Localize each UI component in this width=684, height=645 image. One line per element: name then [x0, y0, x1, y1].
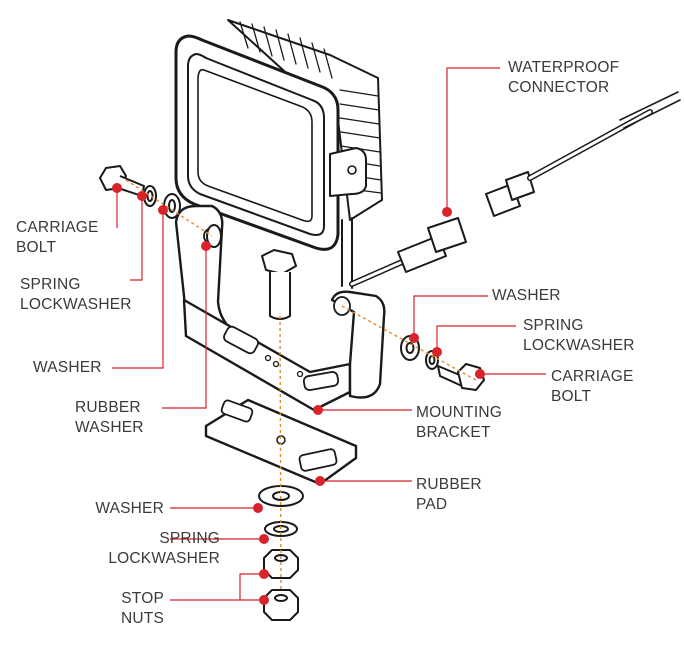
label-rubber-pad: RUBBER PAD — [416, 475, 482, 515]
label-washer-right: WASHER — [492, 286, 561, 306]
callout-dot — [313, 405, 323, 415]
label-waterproof-connector: WATERPROOF CONNECTOR — [508, 58, 619, 98]
label-carriage-bolt-right: CARRIAGE BOLT — [551, 367, 634, 407]
left-carriage-bolt — [99, 165, 145, 197]
label-line: BOLT — [16, 239, 57, 256]
label-washer-bottom: WASHER — [60, 499, 164, 519]
callout-dot — [137, 191, 147, 201]
callout-dot — [201, 241, 211, 251]
callout-dot — [409, 333, 419, 343]
label-line: SPRING — [523, 317, 584, 334]
label-washer-left: WASHER — [33, 358, 102, 378]
label-spring-lockwasher-left: SPRING LOCKWASHER — [20, 275, 132, 315]
callout-dot — [259, 569, 269, 579]
label-line: CARRIAGE — [551, 368, 634, 385]
callout-dot — [475, 369, 485, 379]
callout-dot — [315, 476, 325, 486]
callout-dot — [158, 205, 168, 215]
label-line: WATERPROOF — [508, 59, 620, 76]
label-spring-lockwasher-right: SPRING LOCKWASHER — [523, 316, 635, 356]
callout-dots — [112, 183, 485, 605]
rubber-washer-part — [206, 224, 222, 248]
label-carriage-bolt-left: CARRIAGE BOLT — [16, 218, 99, 258]
label-line: SPRING — [20, 276, 81, 293]
callout-dot — [259, 534, 269, 544]
callout-dot — [432, 347, 442, 357]
callout-dot — [259, 595, 269, 605]
callout-leader-lines — [112, 67, 546, 601]
label-line: RUBBER — [416, 476, 482, 493]
label-line: CONNECTOR — [508, 79, 610, 96]
bottom-spring-lockwasher — [264, 521, 298, 537]
center-carriage-bolt — [261, 249, 297, 320]
label-line: STOP — [121, 590, 164, 607]
label-rubber-washer: RUBBER WASHER — [75, 398, 144, 438]
label-stop-nuts: STOP NUTS — [60, 589, 164, 629]
label-line: NUTS — [121, 610, 164, 627]
label-line: BRACKET — [416, 424, 491, 441]
label-line: WASHER — [95, 500, 164, 517]
label-line: BOLT — [551, 388, 592, 405]
work-light-housing — [174, 19, 383, 289]
label-mounting-bracket: MOUNTING BRACKET — [416, 403, 502, 443]
callout-dot — [253, 503, 263, 513]
label-line: LOCKWASHER — [20, 296, 132, 313]
label-line: WASHER — [492, 287, 561, 304]
label-line: LOCKWASHER — [108, 550, 220, 567]
label-line: WASHER — [75, 419, 144, 436]
callout-dot — [442, 207, 452, 217]
label-spring-lockwasher-bottom: SPRING LOCKWASHER — [60, 529, 220, 569]
waterproof-connector-assembly — [349, 91, 681, 287]
label-line: MOUNTING — [416, 404, 502, 421]
label-line: SPRING — [159, 530, 220, 547]
label-line: RUBBER — [75, 399, 141, 416]
label-line: PAD — [416, 496, 448, 513]
label-line: LOCKWASHER — [523, 337, 635, 354]
assembly-guide-lines — [125, 179, 477, 591]
label-line: WASHER — [33, 359, 102, 376]
callout-dot — [112, 183, 122, 193]
stop-nut-lower — [263, 589, 299, 621]
label-line: CARRIAGE — [16, 219, 99, 236]
